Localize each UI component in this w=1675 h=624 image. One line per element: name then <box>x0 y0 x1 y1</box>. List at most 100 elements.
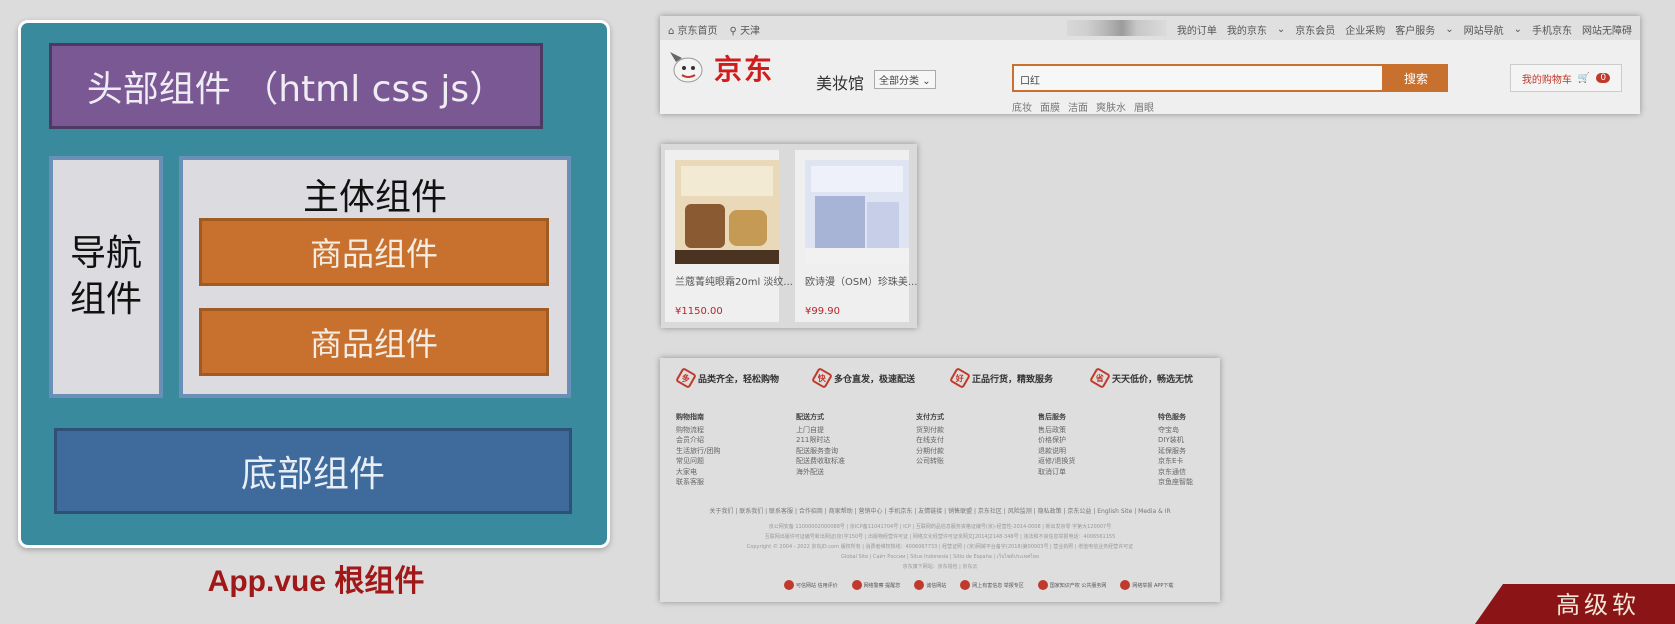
footer-link[interactable]: 配送费收取标准 <box>796 457 845 465</box>
footer-link[interactable]: 货到付款 <box>916 425 944 434</box>
jd-logo-text: 京东 <box>714 53 775 86</box>
search-input[interactable]: 口红 <box>1012 64 1384 92</box>
promise-icon: 好 <box>949 367 971 389</box>
footer-column-title: 支付方式 <box>916 413 944 421</box>
topbar-link[interactable]: 我的京东 <box>1226 26 1267 37</box>
corner-ribbon-text: 高级软 <box>1556 591 1640 619</box>
badge-icon <box>851 580 862 590</box>
product-image <box>805 160 909 264</box>
footer-link[interactable]: 会员介绍 <box>676 436 704 444</box>
corner-ribbon <box>1475 584 1675 624</box>
topbar-link[interactable]: 网站导航 <box>1463 26 1504 37</box>
chevron-down-icon: ⌄ <box>1445 24 1454 35</box>
products-screenshot: 兰蔻菁纯眼霜20ml 淡纹... ¥1150.00 欧诗漫（OSM）珍珠美...… <box>661 144 917 328</box>
location-link[interactable]: ⚲ 天津 <box>730 22 761 37</box>
goods-component-label: 商品组件 <box>309 325 438 363</box>
copyright-line: 京公网安备 11000002000088号 | 京ICP备11041704号 |… <box>768 524 1112 530</box>
home-link[interactable]: ⌂ 京东首页 <box>668 22 718 37</box>
chevron-down-icon: ⌄ <box>1276 24 1286 35</box>
service-promise: 省 天天低价，畅选无忧 <box>1089 367 1193 389</box>
goods-component-box: 商品组件 <box>199 308 549 376</box>
product-card[interactable]: 欧诗漫（OSM）珍珠美... ¥99.90 <box>795 150 918 322</box>
topbar-link[interactable]: 网站无障碍 <box>1582 26 1632 37</box>
jd-footer-screenshot: 多 品类齐全，轻松购物 快 多仓直发，极速配送 好 正品行货，精致服务 省 天天… <box>660 358 1220 602</box>
hotword-link[interactable]: 面膜 <box>1040 103 1060 114</box>
jd-logo[interactable]: 京东 <box>668 48 774 88</box>
blurred-username <box>1066 20 1167 36</box>
product-card[interactable]: 兰蔻菁纯眼霜20ml 淡纹... ¥1150.00 <box>665 150 793 322</box>
cart-icon: 🛒 <box>1577 72 1591 84</box>
topbar-link[interactable]: 京东会员 <box>1295 26 1336 37</box>
goods-component-box: 商品组件 <box>199 218 549 286</box>
jd-header-screenshot: ⌂ 京东首页 ⚲ 天津 我的订单 我的京东 ⌄ 京东会员 企业采购 客户服务 ⌄… <box>660 16 1640 114</box>
footer-link[interactable]: 返修/退换货 <box>1038 457 1076 465</box>
footer-link[interactable]: 公司转账 <box>916 457 944 465</box>
topbar-link[interactable]: 企业采购 <box>1345 26 1386 37</box>
promise-icon: 多 <box>675 367 697 389</box>
trust-badge[interactable]: 国家知识产权 公共服务网 <box>1037 580 1106 590</box>
footer-link[interactable]: 上门自提 <box>796 425 824 434</box>
trust-badge[interactable]: 可信网站 信用评价 <box>784 580 838 590</box>
nav-component-box: 导航 组件 <box>49 156 163 398</box>
promise-text: 多仓直发，极速配送 <box>834 374 916 385</box>
footer-link[interactable]: 在线支付 <box>916 436 944 444</box>
hotword-link[interactable]: 爽肤水 <box>1096 103 1126 114</box>
promise-text: 品类齐全，轻松购物 <box>698 374 780 385</box>
topbar-link[interactable]: 我的订单 <box>1176 26 1217 37</box>
hotword-link[interactable]: 底妆 <box>1012 103 1032 114</box>
footer-column: 特色服务 夺宝岛 DIY装机 延保服务 京东E卡 京东通信 京鱼座智能 <box>1158 412 1193 488</box>
trust-badge[interactable]: 网络举报 APP下载 <box>1120 580 1173 590</box>
footer-link[interactable]: 配送服务查询 <box>796 446 838 455</box>
footer-link-row[interactable]: 关于我们 | 联系我们 | 联系客服 | 合作招商 | 商家帮助 | 营销中心 … <box>709 508 1171 515</box>
footer-link[interactable]: 夺宝岛 <box>1158 425 1179 434</box>
footer-link[interactable]: 分期付款 <box>916 446 944 455</box>
search-button[interactable]: 搜索 <box>1384 64 1448 92</box>
footer-link[interactable]: 取消订单 <box>1038 467 1066 476</box>
copyright-line: Global Site | Сайт России | Situs Indone… <box>841 554 1039 560</box>
nav-component-label-line2: 组件 <box>69 279 142 320</box>
goods-component-label: 商品组件 <box>309 235 438 273</box>
footer-link[interactable]: DIY装机 <box>1158 436 1184 444</box>
hotword-link[interactable]: 眉眼 <box>1134 103 1154 114</box>
trust-badge[interactable]: 网上有害信息 举报专区 <box>960 580 1024 590</box>
footer-column: 购物指南 购物流程 会员介绍 生活旅行/团购 常见问题 大家电 联系客服 <box>676 412 720 488</box>
footer-link[interactable]: 大家电 <box>676 467 697 476</box>
footer-link[interactable]: 京鱼座智能 <box>1158 478 1193 486</box>
footer-link[interactable]: 生活旅行/团购 <box>676 446 721 455</box>
footer-link[interactable]: 联系客服 <box>676 478 704 486</box>
footer-link[interactable]: 常见问题 <box>676 457 704 465</box>
footer-link[interactable]: 购物流程 <box>676 425 704 434</box>
category-dropdown[interactable]: 全部分类 ⌄ <box>874 70 936 89</box>
topbar-link[interactable]: 手机京东 <box>1532 26 1572 37</box>
promise-icon: 省 <box>1089 367 1111 389</box>
jd-dog-mascot-icon <box>668 48 712 88</box>
footer-link[interactable]: 京东通信 <box>1158 467 1186 476</box>
hotword-link[interactable]: 洁面 <box>1068 103 1088 114</box>
cart-button[interactable]: 我的购物车 🛒 0 <box>1510 64 1622 92</box>
footer-link[interactable]: 售后政策 <box>1038 425 1066 434</box>
product-price: ¥99.90 <box>805 306 840 317</box>
app-root-diagram: 头部组件 （html css js） 导航 组件 主体组件 商品组件 商品组件 … <box>18 20 610 548</box>
footer-link[interactable]: 211限时达 <box>796 436 831 444</box>
topbar-link[interactable]: 客户服务 <box>1395 26 1436 37</box>
footer-column-title: 特色服务 <box>1158 413 1186 421</box>
footer-copyright: 京公网安备 11000002000088号 | 京ICP备11041704号 |… <box>680 522 1200 572</box>
header-component-box: 头部组件 （html css js） <box>49 43 543 129</box>
home-link-label: 京东首页 <box>677 26 718 37</box>
footer-link[interactable]: 退款说明 <box>1038 446 1066 455</box>
location-label: 天津 <box>740 26 761 37</box>
footer-link[interactable]: 海外配送 <box>796 467 824 476</box>
badge-icon <box>914 580 925 590</box>
cart-count-badge: 0 <box>1596 73 1611 83</box>
footer-link[interactable]: 京东E卡 <box>1158 457 1184 465</box>
trust-badge[interactable]: 网络警察 提醒您 <box>851 580 900 590</box>
footer-column-title: 购物指南 <box>676 413 704 421</box>
product-name: 欧诗漫（OSM）珍珠美... <box>805 277 918 288</box>
footer-link[interactable]: 延保服务 <box>1158 446 1186 455</box>
trust-badge[interactable]: 诚信网站 <box>914 580 946 590</box>
badge-icon <box>1120 580 1131 590</box>
location-pin-icon: ⚲ <box>729 26 737 37</box>
main-component-label: 主体组件 <box>302 177 447 218</box>
footer-link[interactable]: 价格保护 <box>1038 436 1066 444</box>
promise-icon: 快 <box>811 367 833 389</box>
